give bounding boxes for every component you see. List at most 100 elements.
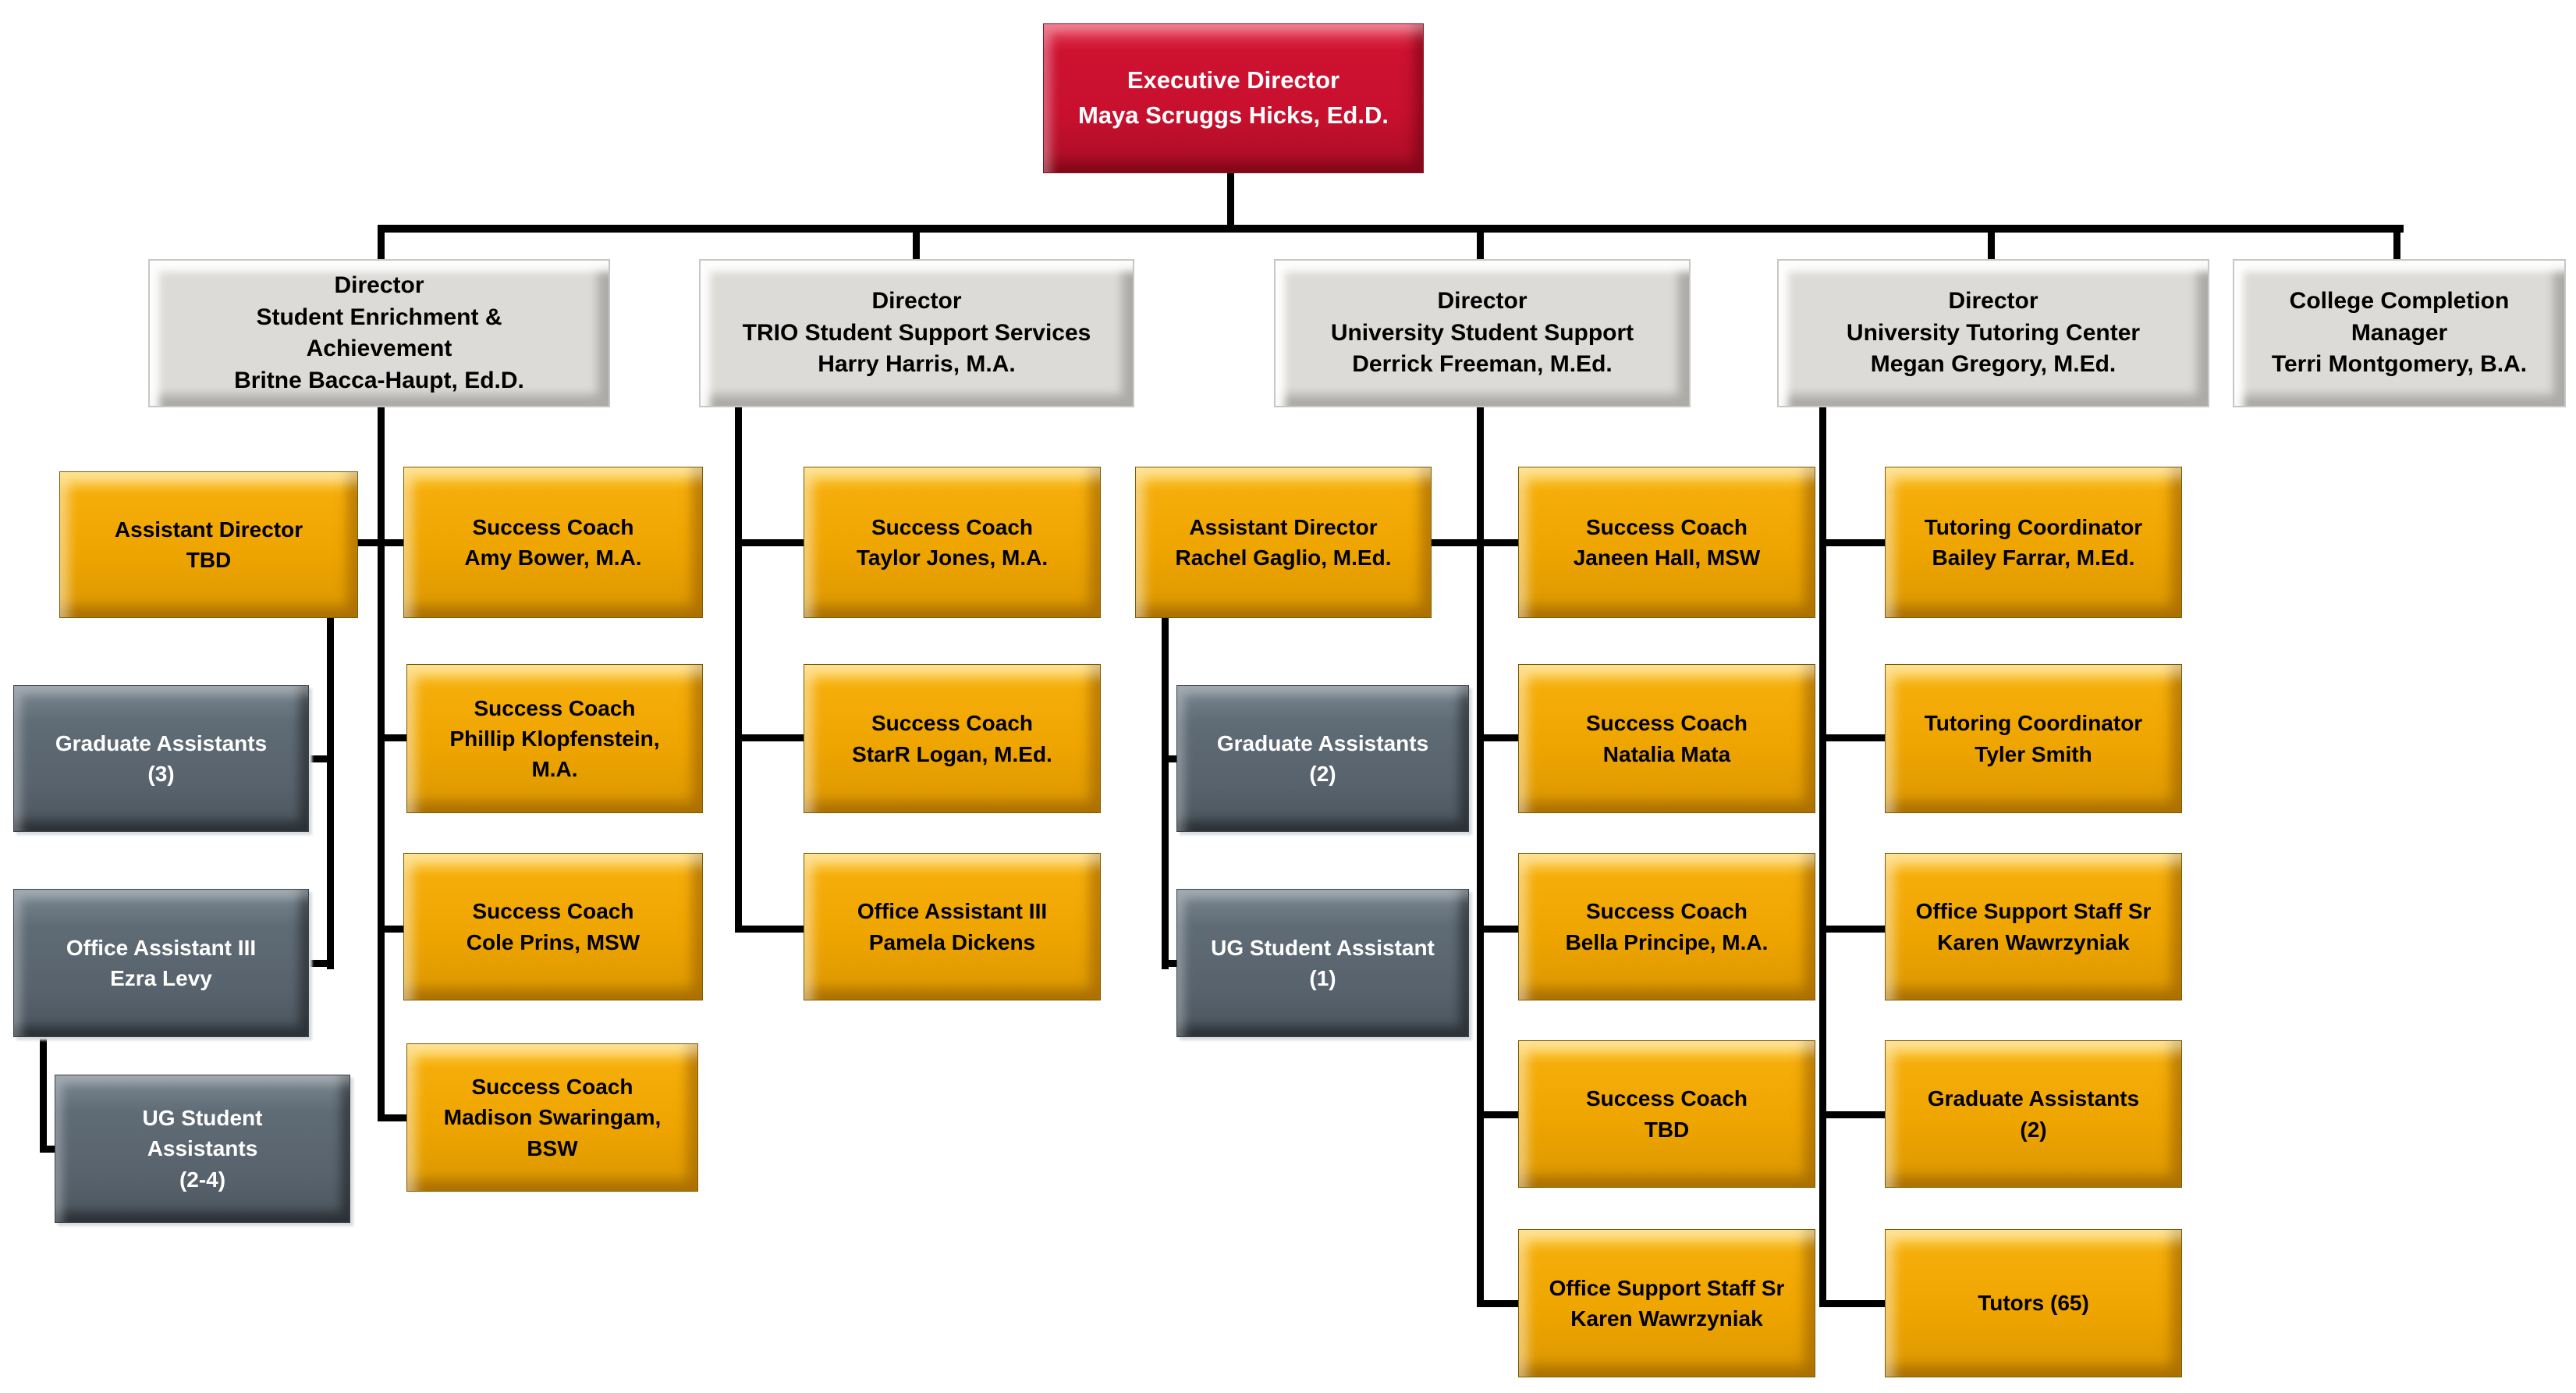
node-title: Executive Director	[1127, 66, 1340, 94]
node-title: UG Student	[142, 1106, 263, 1131]
node-person: M.A.	[531, 757, 578, 782]
connector-d4-stub	[1988, 225, 1995, 262]
node-success-coach-tbd: Success Coach TBD	[1518, 1040, 1815, 1188]
node-tutoring-coordinator-bailey-farrar: Tutoring Coordinator Bailey Farrar, M.Ed…	[1885, 467, 2182, 618]
connector-e2-stub	[1162, 755, 1183, 762]
node-person: Natalia Mata	[1602, 741, 1731, 766]
connector-c2-stub	[735, 734, 807, 741]
node-college-completion-manager: College Completion Manager Terri Montgom…	[2233, 259, 2566, 407]
node-person: Derrick Freeman, M.Ed.	[1352, 351, 1613, 378]
connector-c3-stub	[735, 926, 807, 933]
node-person: Ezra Levy	[110, 966, 212, 990]
node-success-coach-phillip-klopfenstein: Success Coach Phillip Klopfenstein, M.A.	[406, 664, 703, 813]
node-executive-director: Executive Director Maya Scruggs Hicks, E…	[1043, 23, 1424, 173]
node-unit: TRIO Student Support Services	[742, 319, 1091, 346]
node-person: Bailey Farrar, M.Ed.	[1932, 545, 2135, 570]
node-count: (2)	[1309, 762, 1336, 786]
connector-f5-stub	[1477, 1300, 1521, 1307]
node-success-coach-bella-principe: Success Coach Bella Principe, M.A.	[1518, 853, 1815, 1000]
node-tutoring-coordinator-tyler-smith: Tutoring Coordinator Tyler Smith	[1885, 664, 2182, 813]
node-title: UG Student Assistant	[1211, 935, 1435, 960]
node-success-coach-madison-swaringam: Success Coach Madison Swaringam, BSW	[406, 1043, 698, 1192]
node-person: Tyler Smith	[1975, 741, 2092, 766]
node-title: Tutors (65)	[1978, 1291, 2089, 1316]
node-success-coach-starr-logan: Success Coach StarR Logan, M.Ed.	[804, 664, 1101, 813]
node-tutors-65: Tutors (65)	[1885, 1229, 2182, 1377]
node-success-coach-cole-prins: Success Coach Cole Prins, MSW	[403, 853, 703, 1000]
node-title: Success Coach	[871, 514, 1033, 539]
node-title: Graduate Assistants	[1216, 730, 1429, 755]
node-title: Assistants	[147, 1136, 258, 1161]
connector-c1-stub	[735, 539, 807, 546]
node-title: Success Coach	[471, 1075, 633, 1100]
node-title: Tutoring Coordinator	[1924, 711, 2143, 736]
node-title: Office Support Staff Sr	[1549, 1275, 1785, 1300]
connector-e1-drop	[1162, 618, 1169, 969]
connector-a2-stub	[309, 755, 334, 762]
node-title: Tutoring Coordinator	[1924, 514, 2143, 539]
node-title: Success Coach	[472, 514, 634, 539]
connector-d1-stub	[378, 225, 385, 262]
connector-g4-stub	[1819, 1111, 1888, 1118]
node-person: Britne Bacca-Haupt, Ed.D.	[234, 367, 524, 393]
node-person: Pamela Dickens	[868, 929, 1036, 954]
node-title: Director	[1437, 288, 1528, 314]
node-person: BSW	[527, 1135, 578, 1160]
node-assistant-director-rachel-gaglio: Assistant Director Rachel Gaglio, M.Ed.	[1135, 467, 1432, 618]
node-title: Office Assistant III	[857, 899, 1048, 924]
node-title: Success Coach	[871, 711, 1033, 736]
node-graduate-assistants-2-utc: Graduate Assistants (2)	[1885, 1040, 2182, 1188]
node-unit: University Student Support	[1330, 319, 1634, 346]
node-title: Graduate Assistants	[1927, 1086, 2140, 1111]
node-office-support-karen-wawrzyniak-uss: Office Support Staff Sr Karen Wawrzyniak	[1518, 1229, 1815, 1377]
node-title: Director	[871, 288, 962, 314]
connector-f2-stub	[1477, 734, 1521, 741]
node-office-assistant-ezra-levy: Office Assistant III Ezra Levy	[13, 889, 309, 1037]
connector-d3-stub	[1477, 225, 1484, 262]
node-success-coach-janeen-hall: Success Coach Janeen Hall, MSW	[1518, 467, 1815, 618]
connector-b2-stub	[378, 734, 410, 741]
node-person: Amy Bower, M.A.	[464, 545, 642, 570]
node-title: Success Coach	[472, 899, 634, 924]
node-title: Office Support Staff Sr	[1915, 899, 2152, 924]
connector-row1-e1-f1	[1432, 539, 1521, 546]
node-person: TBD	[1644, 1117, 1690, 1142]
node-graduate-assistants-3: Graduate Assistants (3)	[13, 685, 309, 832]
node-title: Director	[334, 272, 424, 298]
node-title: Manager	[2351, 319, 2448, 346]
node-count: (3)	[147, 762, 175, 786]
node-title: Graduate Assistants	[55, 730, 268, 755]
node-title: Office Assistant III	[66, 935, 257, 960]
connector-f3-stub	[1477, 926, 1521, 933]
node-success-coach-amy-bower: Success Coach Amy Bower, M.A.	[403, 467, 703, 618]
node-success-coach-natalia-mata: Success Coach Natalia Mata	[1518, 664, 1815, 813]
node-person: Megan Gregory, M.Ed.	[1870, 351, 2117, 378]
connector-g3-stub	[1819, 926, 1888, 933]
node-title: Success Coach	[1586, 1086, 1747, 1111]
node-success-coach-taylor-jones: Success Coach Taylor Jones, M.A.	[804, 467, 1101, 618]
node-person: Harry Harris, M.A.	[818, 351, 1016, 378]
node-office-support-karen-wawrzyniak-utc: Office Support Staff Sr Karen Wawrzyniak	[1885, 853, 2182, 1000]
connector-g5-stub	[1819, 1300, 1888, 1307]
connector-d2-drop	[735, 407, 742, 933]
node-office-assistant-pamela-dickens: Office Assistant III Pamela Dickens	[804, 853, 1101, 1000]
node-person: Phillip Klopfenstein,	[449, 726, 660, 751]
node-person: Terri Montgomery, B.A.	[2271, 351, 2528, 378]
connector-row1-a1-b1	[357, 539, 409, 546]
connector-d3-drop	[1477, 407, 1484, 1307]
connector-f4-stub	[1477, 1111, 1521, 1118]
connector-d5-stub	[2393, 225, 2400, 262]
connector-e3-stub	[1162, 960, 1183, 967]
connector-d2-stub	[913, 225, 920, 262]
node-title: Success Coach	[1586, 514, 1747, 539]
node-unit: Student Enrichment &	[256, 304, 502, 330]
node-title: Success Coach	[474, 695, 636, 720]
node-person: Taylor Jones, M.A.	[856, 545, 1048, 570]
node-person: Bella Principe, M.A.	[1565, 929, 1769, 954]
node-director-university-tutoring-center: Director University Tutoring Center Mega…	[1777, 259, 2209, 407]
node-count: (2)	[2020, 1117, 2047, 1142]
connector-g1-stub	[1819, 539, 1888, 546]
node-director-trio-student-support-services: Director TRIO Student Support Services H…	[699, 259, 1134, 407]
node-count: (1)	[1309, 966, 1336, 990]
